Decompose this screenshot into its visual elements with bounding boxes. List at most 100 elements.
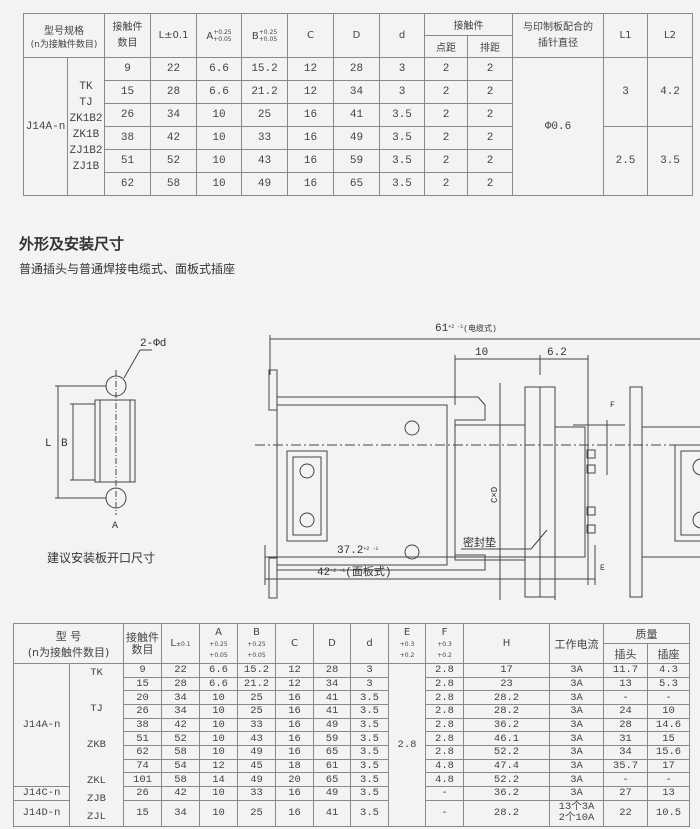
- cell-d: 3: [350, 676, 389, 692]
- cell-d: 3: [379, 80, 426, 104]
- model-cell: J14C-n: [13, 785, 70, 801]
- cell-row-pitch: 2: [467, 126, 514, 150]
- cell-d: 3: [350, 663, 389, 678]
- cell-plug-mass: 27: [603, 785, 648, 801]
- series-cell: TK TJ ZKB ZKL ZJB ZJL: [69, 663, 124, 827]
- cell-count: 9: [104, 57, 152, 81]
- cell-C: 12: [275, 663, 314, 678]
- cell-H: 46.1: [463, 731, 550, 746]
- cell-L: 58: [161, 744, 200, 760]
- header-L: L±0.1: [150, 13, 198, 58]
- cell-B: 49: [237, 744, 276, 760]
- cell-A: 12: [199, 758, 238, 774]
- cell-row-pitch: 2: [467, 172, 514, 196]
- cell-C: 12: [287, 57, 335, 81]
- cell-L: 34: [161, 799, 200, 828]
- cell-plug-mass: 35.7: [603, 758, 648, 774]
- cell-pitch: 2: [424, 172, 469, 196]
- header-H: H: [463, 623, 550, 664]
- cell-current: 3A: [549, 663, 604, 678]
- cell-pitch: 2: [424, 57, 469, 81]
- cell-plug-mass: 11.7: [603, 663, 648, 678]
- cell-count: 15: [104, 80, 152, 104]
- cell-D: 49: [333, 126, 381, 150]
- cell-count: 38: [104, 126, 152, 150]
- cell-d: 3.5: [350, 744, 389, 760]
- cell-L: 22: [161, 663, 200, 678]
- cell-L: 34: [150, 103, 198, 127]
- cell-socket-mass: -: [647, 690, 690, 705]
- cell-A: 14: [199, 772, 238, 787]
- cell-D: 49: [313, 717, 351, 733]
- cell-count: 15: [123, 799, 162, 828]
- header-D: D: [313, 623, 351, 664]
- cell-B: 21.2: [237, 676, 276, 692]
- cell-H: 28.2: [463, 703, 550, 719]
- cell-count: 51: [104, 149, 152, 173]
- cell-A: 10: [196, 172, 243, 196]
- header-B: B+0.25 +0.05: [237, 623, 276, 664]
- cell-L: 22: [150, 57, 198, 81]
- header-pin-diameter: 与印制板配合的 插针直径: [512, 13, 605, 58]
- header-B: B+0.25+0.05: [241, 13, 289, 58]
- header-pitch: 点距: [424, 35, 469, 58]
- cell-socket-mass: 10.5: [647, 799, 690, 828]
- cell-L: 52: [161, 731, 200, 746]
- pin-diameter-cell: Φ0.6: [512, 57, 605, 196]
- dim-6-2: 6.2: [547, 347, 567, 359]
- dim-A: A: [112, 521, 118, 532]
- cell-C: 16: [287, 103, 335, 127]
- cell-A: 6.6: [199, 676, 238, 692]
- cell-D: 65: [313, 744, 351, 760]
- cell-pitch: 2: [424, 80, 469, 104]
- cell-current: 3A: [549, 772, 604, 787]
- cell-L: 52: [150, 149, 198, 173]
- header-count: 接触件 数目: [104, 13, 152, 58]
- cell-socket-mass: 15: [647, 731, 690, 746]
- header-socket: 插座: [647, 643, 690, 664]
- cell-A: 10: [196, 126, 243, 150]
- cell-B: 33: [237, 717, 276, 733]
- model-cell: J14A-n: [13, 663, 70, 787]
- cell-H: 28.2: [463, 690, 550, 705]
- cell-current: 3A: [549, 703, 604, 719]
- cell-L: 42: [161, 717, 200, 733]
- cell-B: 15.2: [241, 57, 289, 81]
- cell-socket-mass: 10: [647, 703, 690, 719]
- cell-d: 3.5: [350, 758, 389, 774]
- cell-B: 49: [241, 172, 289, 196]
- cell-count: 20: [123, 690, 162, 705]
- cell-A: 10: [199, 785, 238, 801]
- cell-row-pitch: 2: [467, 80, 514, 104]
- cell-B: 45: [237, 758, 276, 774]
- cell-current: 3A: [549, 731, 604, 746]
- cell-D: 65: [333, 172, 381, 196]
- cell-D: 41: [313, 690, 351, 705]
- cell-H: 52.2: [463, 744, 550, 760]
- header-L2: L2: [647, 13, 694, 58]
- cell-socket-mass: 14.6: [647, 717, 690, 733]
- cell-current: 3A: [549, 785, 604, 801]
- cell-count: 62: [123, 744, 162, 760]
- header-model: 型号规格(n为接触件数目): [22, 13, 106, 58]
- panel-caption: 建议安装板开口尺寸: [47, 551, 156, 565]
- header-L: L±0.1: [161, 623, 200, 664]
- cell-row-pitch: 2: [467, 149, 514, 173]
- cell-H: 28.2: [463, 799, 550, 828]
- cell-socket-mass: 17: [647, 758, 690, 774]
- dim-37-2: 37.2+2 -1: [337, 545, 378, 557]
- cell-A: 10: [199, 690, 238, 705]
- cell-pitch: 2: [424, 149, 469, 173]
- cell-socket-mass: 5.3: [647, 676, 690, 692]
- cell-row-pitch: 2: [467, 103, 514, 127]
- cell-F: 2.8: [425, 744, 464, 760]
- cell-A: 6.6: [196, 57, 243, 81]
- cell-D: 41: [333, 103, 381, 127]
- cell-current: 3A: [549, 676, 604, 692]
